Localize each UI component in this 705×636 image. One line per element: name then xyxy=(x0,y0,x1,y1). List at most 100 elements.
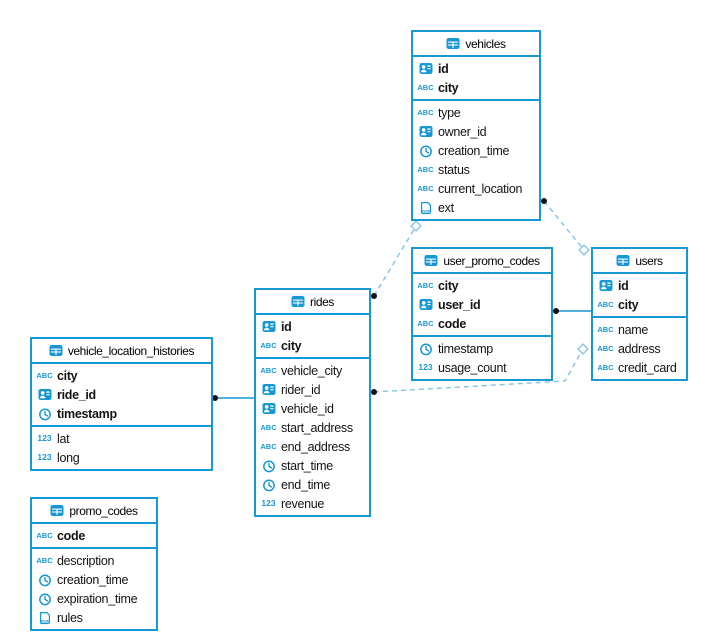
relationship-rides-vehicles[interactable] xyxy=(373,225,417,297)
table-title: vehicles xyxy=(465,36,506,51)
column-name: start_time xyxy=(281,458,333,473)
column-promo_codes-expiration_time[interactable]: expiration_time xyxy=(32,589,156,608)
text-icon: ABC xyxy=(417,280,434,290)
table-header-vehicle_location_histories[interactable]: vehicle_location_histories xyxy=(32,339,211,364)
id-icon xyxy=(260,320,277,334)
table-title: vehicle_location_histories xyxy=(67,343,195,358)
column-vehicles-creation_time[interactable]: creation_time xyxy=(413,141,539,160)
column-user_promo_codes-timestamp[interactable]: timestamp xyxy=(413,339,551,358)
text-icon: ABC xyxy=(597,324,614,334)
id-icon xyxy=(417,125,434,139)
time-icon xyxy=(36,573,53,587)
table-icon xyxy=(50,504,64,517)
table-header-rides[interactable]: rides xyxy=(256,290,369,315)
relationship-vehicles-users[interactable] xyxy=(543,200,585,251)
column-rides-start_time[interactable]: start_time xyxy=(256,456,369,475)
svg-text:JSON: JSON xyxy=(40,618,50,623)
column-name: city xyxy=(281,338,302,353)
column-name: revenue xyxy=(281,496,325,511)
column-vehicles-id[interactable]: id xyxy=(413,59,539,78)
dot-endpoint xyxy=(371,293,377,299)
relationship-rides-users[interactable] xyxy=(373,348,584,393)
table-icon xyxy=(49,344,63,357)
text-icon: ABC xyxy=(36,555,53,565)
time-icon xyxy=(36,407,53,421)
column-name: current_location xyxy=(438,181,523,196)
column-name: description xyxy=(57,553,115,568)
column-name: expiration_time xyxy=(57,591,138,606)
column-rides-id[interactable]: id xyxy=(256,317,369,336)
column-vehicles-owner_id[interactable]: owner_id xyxy=(413,122,539,141)
column-users-id[interactable]: id xyxy=(593,276,686,295)
column-name: type xyxy=(438,105,461,120)
column-name: id xyxy=(281,319,292,334)
table-header-user_promo_codes[interactable]: user_promo_codes xyxy=(413,249,551,274)
column-rides-rider_id[interactable]: rider_id xyxy=(256,380,369,399)
time-icon xyxy=(260,478,277,492)
column-promo_codes-creation_time[interactable]: creation_time xyxy=(32,570,156,589)
table-title: user_promo_codes xyxy=(443,253,540,268)
column-name: creation_time xyxy=(438,143,510,158)
column-rides-end_time[interactable]: end_time xyxy=(256,475,369,494)
column-vehicle_location_histories-ride_id[interactable]: ride_id xyxy=(32,385,211,404)
column-name: credit_card xyxy=(618,360,677,375)
column-promo_codes-description[interactable]: ABC description xyxy=(32,551,156,570)
column-name: end_time xyxy=(281,477,331,492)
table-header-vehicles[interactable]: vehicles xyxy=(413,32,539,57)
column-vehicles-current_location[interactable]: ABC current_location xyxy=(413,179,539,198)
table-title: rides xyxy=(309,294,334,309)
column-vehicle_location_histories-timestamp[interactable]: timestamp xyxy=(32,404,211,423)
id-icon xyxy=(260,383,277,397)
table-header-users[interactable]: users xyxy=(593,249,686,274)
json-icon: JSON xyxy=(417,201,434,215)
column-name: code xyxy=(438,316,466,331)
table-title: promo_codes xyxy=(69,503,138,518)
text-icon: ABC xyxy=(417,183,434,193)
table-header-promo_codes[interactable]: promo_codes xyxy=(32,499,156,524)
table-icon xyxy=(424,254,438,267)
number-icon: 123 xyxy=(37,433,52,444)
column-name: timestamp xyxy=(438,341,493,356)
column-rides-vehicle_id[interactable]: vehicle_id xyxy=(256,399,369,418)
column-user_promo_codes-user_id[interactable]: user_id xyxy=(413,295,551,314)
time-icon xyxy=(260,459,277,473)
column-name: rider_id xyxy=(281,382,321,397)
dot-endpoint xyxy=(371,389,377,395)
text-icon: ABC xyxy=(417,82,434,92)
column-name: vehicle_city xyxy=(281,363,343,378)
column-name: timestamp xyxy=(57,406,117,421)
